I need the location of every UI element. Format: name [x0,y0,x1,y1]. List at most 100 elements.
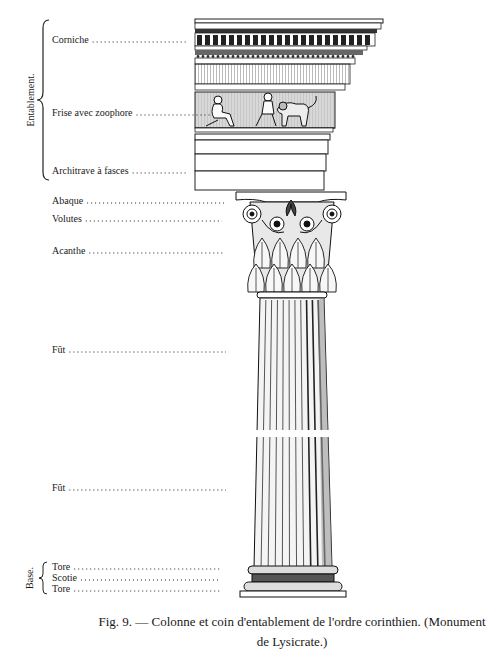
bead [287,55,290,58]
bead [292,55,295,58]
part-label: Fût [52,481,65,495]
dentil [229,35,234,45]
dentil [197,35,202,45]
dentil [301,35,306,45]
engraving-stroke [243,205,261,223]
leaf-rib [280,242,281,268]
dotted-leader [86,221,222,222]
acanthus-leaf [302,264,319,292]
bead [327,55,330,58]
acanthus-leaf [308,238,325,268]
engraving-stroke [278,103,309,126]
bead [227,55,230,58]
engraving-stroke [197,55,355,58]
engraving-stroke [279,102,287,110]
acanthus-leaves [248,238,337,292]
dentil [357,35,362,45]
leaf-rib [316,242,317,268]
dentil [261,35,266,45]
engraving-stroke [323,205,341,223]
dentil [293,35,298,45]
dotted-leader [137,115,210,116]
dentil [269,35,274,45]
plinth [240,591,346,597]
bead [217,55,220,58]
dentil [277,35,282,45]
bead [342,55,345,58]
bead [207,55,210,58]
dentil [309,35,314,45]
acanthus-leaf [272,238,289,268]
corinthian-capital [236,192,346,298]
bead [247,55,250,58]
group-label: Entablement. [24,73,38,126]
bead [262,55,265,58]
acanthus-leaf [320,264,337,292]
architrave-fasces [195,134,330,190]
engraving-stroke [262,101,274,114]
engraving-stroke [250,212,254,216]
anthemion [286,200,296,216]
bead [197,55,200,58]
dotted-leader [89,253,224,254]
dotted-leader [133,173,188,174]
bead [277,55,280,58]
figure-caption: Fig. 9. — Colonne et coin d'entablement … [92,612,492,652]
bead [257,55,260,58]
engraving-stroke [195,64,350,84]
dentil [325,35,330,45]
bead [337,55,340,58]
engraving-stroke [195,92,335,128]
dentil [365,35,370,45]
dotted-leader [69,352,226,353]
bead [352,55,355,58]
dotted-leader [87,203,224,204]
part-label: Architrave à fasces [52,164,129,178]
seated-figure [206,96,234,126]
bead [302,55,305,58]
shaft-break [240,430,340,437]
entablement-brace [37,20,49,180]
engraving-stroke [308,96,316,108]
engraving-stroke [195,46,367,50]
engraving-stroke [206,120,218,126]
leaf-rib [328,268,329,292]
part-label: Acanthe [52,244,85,258]
cornice [195,19,383,90]
leaf-rib [292,268,293,292]
bead [332,55,335,58]
bead [297,55,300,58]
bead [202,55,205,58]
engraving-stroke [195,58,355,64]
dentil [285,35,290,45]
acanthus-leaf [290,238,307,268]
bead [212,55,215,58]
dentil [341,35,346,45]
part-label: Volutes [52,212,82,226]
engraving-stroke [300,217,314,231]
column-base [240,566,346,597]
bead [317,55,320,58]
part-label: Frise avec zoophore [52,106,133,120]
acanthus-leaf [284,264,301,292]
engraving-stroke [264,93,272,101]
part-label: Tore [52,582,70,596]
astragal [257,292,327,298]
engraving-stroke [304,221,310,227]
bead [252,55,255,58]
frieze-zoophore [195,92,335,132]
engraving-stroke [195,128,333,132]
engraving-stroke [195,154,326,171]
dentil [245,35,250,45]
bead [232,55,235,58]
bead [307,55,310,58]
dentil [213,35,218,45]
volutes [243,205,341,233]
acanthus-leaf [248,264,265,292]
engraving-stroke [256,114,276,126]
dentil [205,35,210,45]
leaf-rib [274,268,275,292]
bead [282,55,285,58]
leaf-rib [298,242,299,268]
